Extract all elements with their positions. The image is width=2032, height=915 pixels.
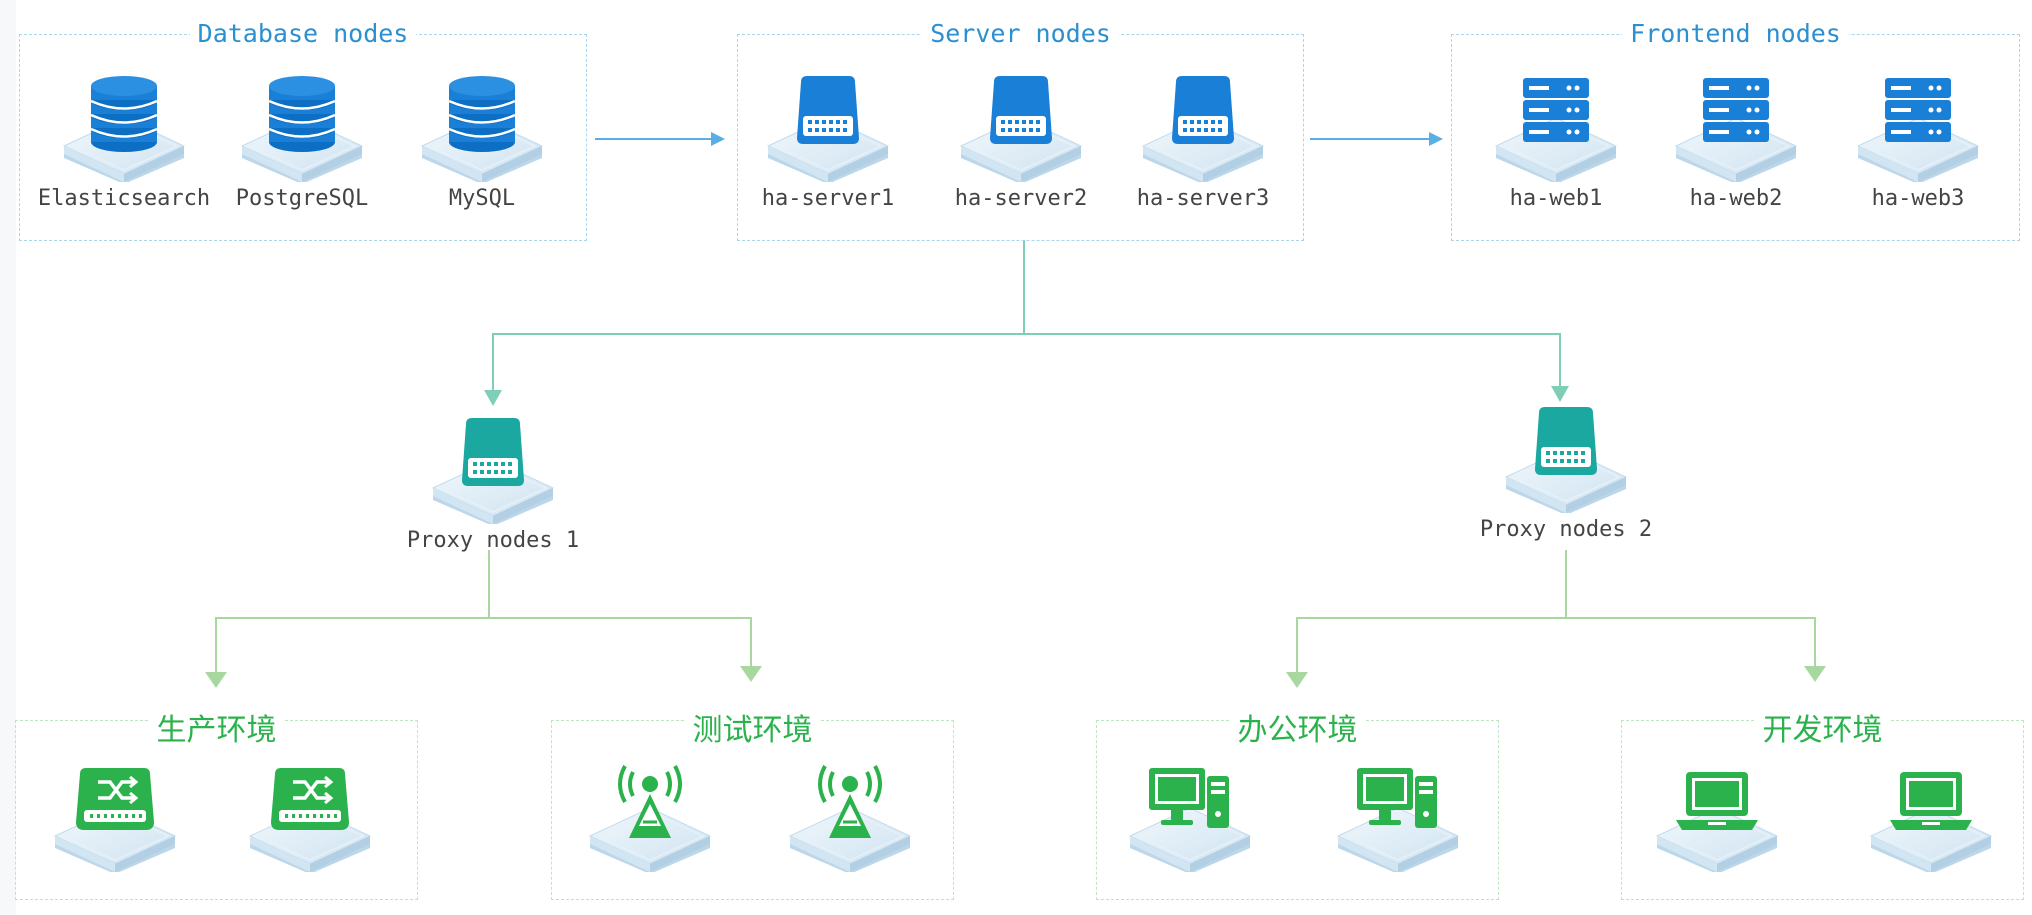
frontend-nodes-title: Frontend nodes [1622,19,1849,48]
server-icon [1142,76,1264,182]
desktop-computer-icon [1337,768,1459,872]
network-switch-icon [249,766,371,872]
node-label: ha-web2 [1689,186,1783,211]
left-edge-strip [0,0,16,915]
proxy-node-1[interactable]: Proxy nodes 1 [403,414,583,553]
proxy-server-icon [432,418,554,524]
development-laptop-1[interactable] [1627,762,1807,872]
production-switch-1[interactable] [25,762,205,872]
node-label: ha-server2 [954,186,1088,211]
database-nodes-title: Database nodes [189,19,417,48]
node-label: ha-web3 [1871,186,1965,211]
desktop-computer-icon [1129,768,1251,872]
server-icon [960,76,1082,182]
server-icon [767,76,889,182]
line-proxy2-to-development [1566,617,1826,682]
proxy-node-label: Proxy nodes 2 [1479,517,1653,542]
db-node-elasticsearch[interactable]: Elasticsearch [34,72,214,211]
frontend-nodes-group: Frontend nodes [1451,19,2020,241]
web-node-3[interactable]: ha-web3 [1828,72,2008,211]
production-env-group: 生产环境 [15,713,418,900]
node-label: Elasticsearch [37,186,211,211]
testing-tower-2[interactable] [760,762,940,872]
testing-tower-1[interactable] [560,762,740,872]
testing-env-group: 测试环境 [551,713,954,900]
node-label: PostgreSQL [235,186,369,211]
server-nodes-title: Server nodes [922,19,1119,48]
development-laptop-2[interactable] [1841,762,2021,872]
proxy-node-label: Proxy nodes 1 [406,528,580,553]
database-icon [421,74,543,182]
office-desktop-1[interactable] [1100,762,1280,872]
db-node-mysql[interactable]: MySQL [392,72,572,211]
proxy-server-icon [1505,407,1627,513]
rack-server-icon [1675,78,1797,182]
server-node-2[interactable]: ha-server2 [931,72,1111,211]
node-label: MySQL [448,186,516,211]
line-server-to-proxy1 [484,240,1025,406]
office-env-title: 办公环境 [1229,713,1366,748]
server-nodes-group: Server nodes [737,19,1304,241]
development-env-title: 开发环境 [1754,713,1891,748]
db-node-postgresql[interactable]: PostgreSQL [212,72,392,211]
proxy-node-2[interactable]: Proxy nodes 2 [1476,403,1656,542]
line-server-to-proxy2 [1024,333,1569,402]
laptop-icon [1656,772,1778,872]
signal-tower-icon [589,764,711,872]
database-nodes-group: Database nodes [19,19,587,241]
network-switch-icon [54,766,176,872]
development-env-group: 开发环境 [1621,713,2024,900]
line-proxy2-to-office [1286,550,1567,688]
line-proxy1-to-testing [489,617,762,682]
web-node-1[interactable]: ha-web1 [1466,72,1646,211]
server-node-1[interactable]: ha-server1 [738,72,918,211]
database-icon [63,74,185,182]
production-env-title: 生产环境 [148,713,285,748]
rack-server-icon [1495,78,1617,182]
office-desktop-2[interactable] [1308,762,1488,872]
rack-server-icon [1857,78,1979,182]
web-node-2[interactable]: ha-web2 [1646,72,1826,211]
database-icon [241,74,363,182]
testing-env-title: 测试环境 [684,713,821,748]
node-label: ha-server3 [1136,186,1270,211]
line-proxy1-to-production [205,550,490,688]
server-node-3[interactable]: ha-server3 [1113,72,1293,211]
signal-tower-icon [789,764,911,872]
production-switch-2[interactable] [220,762,400,872]
node-label: ha-server1 [761,186,895,211]
node-label: ha-web1 [1509,186,1603,211]
laptop-icon [1870,772,1992,872]
office-env-group: 办公环境 [1096,713,1499,900]
